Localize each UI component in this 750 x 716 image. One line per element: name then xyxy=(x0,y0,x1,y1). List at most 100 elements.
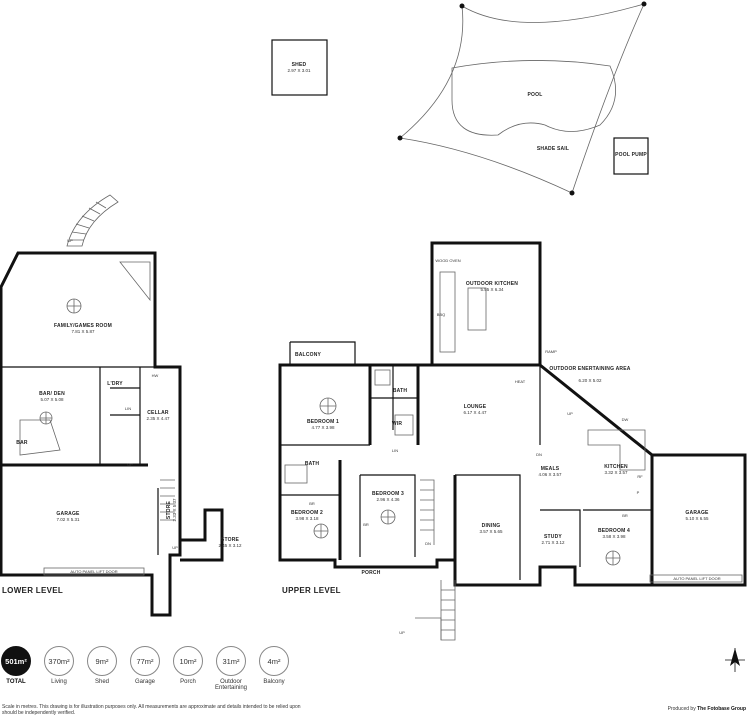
bedroom4-name: BEDROOM 4 xyxy=(598,528,630,534)
outdoor-kitchen-dims: 5.55 X 6.34 xyxy=(480,287,504,292)
ceiling-fan-blades-icon xyxy=(314,524,328,538)
lin-marker: LIN xyxy=(392,448,398,453)
cellar-dims: 2.35 X 4.47 xyxy=(146,416,170,421)
pool-name: POOL xyxy=(528,92,543,98)
ldry-name: L'DRY xyxy=(107,381,123,387)
store-lower-1-dims: 2.33 X 5.37 xyxy=(172,498,177,522)
bedroom3-name: BEDROOM 3 xyxy=(372,491,404,497)
stat-living: 370m² Living xyxy=(43,646,75,685)
stat-garage-label: Garage xyxy=(134,679,155,685)
credit-company: The Fotobase Group xyxy=(697,706,746,712)
store-lower-2-dims: 2.45 X 3.12 xyxy=(218,543,242,548)
bedroom4-dims: 3.58 X 3.98 xyxy=(602,534,626,539)
p-marker: P xyxy=(637,490,640,495)
garage-lower-dims: 7.02 X 5.31 xyxy=(56,517,80,522)
garage-lower-name: GARAGE xyxy=(56,511,80,517)
lounge-dims: 6.17 X 4.47 xyxy=(463,410,487,415)
shade-sail xyxy=(397,1,647,196)
shed-name: SHED xyxy=(292,62,307,68)
credit-prefix: Produced by xyxy=(667,706,696,712)
porch-up-marker: UP xyxy=(399,630,405,635)
lower-up-marker-2: UP xyxy=(172,545,178,550)
bar-name: BAR xyxy=(16,440,28,446)
bedroom2-dims: 3.98 X 3.18 xyxy=(295,516,319,521)
study-dims: 2.71 X 3.12 xyxy=(541,540,565,545)
outdoor-ent-dims: 6.20 X 5.02 xyxy=(578,378,602,383)
credit: Produced by The Fotobase Group xyxy=(668,706,746,712)
dining-name: DINING xyxy=(482,523,501,529)
stat-total: 501m² TOTAL xyxy=(0,646,32,685)
ceiling-fan-blades-icon xyxy=(606,551,620,565)
stat-porch-value: 10m² xyxy=(173,646,203,676)
lower-stair xyxy=(66,194,119,247)
garage-upper-name: GARAGE xyxy=(685,510,709,516)
pool-pump-outline xyxy=(613,137,649,175)
pool-outline xyxy=(451,60,616,136)
bbq-label: BBQ xyxy=(437,312,445,317)
kitchen-dims: 3.32 X 3.57 xyxy=(604,470,628,475)
lower-stair-up: UP xyxy=(67,238,73,243)
shade-sail-name: SHADE SAIL xyxy=(537,146,569,152)
lounge-name: LOUNGE xyxy=(464,404,487,410)
ceiling-fan-blades-icon xyxy=(381,510,395,524)
bar-den-dims: 5.07 X 5.08 xyxy=(40,397,64,402)
stat-shed: 9m² Shed xyxy=(86,646,118,685)
br-marker-2: BR xyxy=(622,513,628,518)
stat-total-value: 501m² xyxy=(1,646,31,676)
garage-lower-door-label: AUTO PANEL LIFT DOOR xyxy=(70,569,117,574)
meals-dims: 4.06 X 3.57 xyxy=(538,472,562,477)
wir-name: WIR xyxy=(392,421,403,427)
rf-marker: RF xyxy=(637,474,643,479)
lower-level-title: LOWER LEVEL xyxy=(2,586,64,595)
bath-upper-2-name: BATH xyxy=(305,461,320,467)
shed-dims: 2.97 X 3.01 xyxy=(287,68,311,73)
lower-hw-marker: HW xyxy=(152,373,159,378)
shed-outline xyxy=(271,39,328,96)
stat-outdoor: 31m² Outdoor Entertaining xyxy=(215,646,247,691)
bedroom1-dims: 4.77 X 3.98 xyxy=(311,425,335,430)
heat-label: HEAT xyxy=(515,379,526,384)
family-name: FAMILY/GAMES ROOM xyxy=(54,323,112,329)
bar-den-name: BAR/ DEN xyxy=(39,391,65,397)
garage-upper-dims: 5.10 X 6.55 xyxy=(685,516,709,521)
dw-label: DW xyxy=(622,417,629,422)
upper-garage-door xyxy=(649,574,743,583)
bedroom3-dims: 2.96 X 4.36 xyxy=(376,497,400,502)
lower-level-walls xyxy=(0,251,224,617)
stat-living-value: 370m² xyxy=(44,646,74,676)
upper-dn-marker: DN xyxy=(536,452,542,457)
store-lower-2-name: STORE xyxy=(221,537,240,543)
stat-outdoor-value: 31m² xyxy=(216,646,246,676)
upper-fixtures xyxy=(284,271,743,641)
stat-living-label: Living xyxy=(51,679,67,685)
stat-balcony: 4m² Balcony xyxy=(258,646,290,685)
study-name: STUDY xyxy=(544,534,562,540)
stat-balcony-label: Balcony xyxy=(263,679,285,685)
ceiling-fan-blades-icon xyxy=(67,299,81,313)
stat-porch-label: Porch xyxy=(180,679,196,685)
outdoor-kitchen-name: OUTDOOR KITCHEN xyxy=(466,281,518,287)
meals-name: MEALS xyxy=(541,466,560,472)
stat-outdoor-label: Outdoor Entertaining xyxy=(215,679,248,691)
ramp-label: RAMP xyxy=(545,349,557,354)
lower-garage-door xyxy=(43,567,145,576)
stat-shed-label: Shed xyxy=(94,679,109,685)
family-dims: 7.81 X 5.87 xyxy=(71,329,95,334)
upper-up-marker: UP xyxy=(567,411,573,416)
garage-upper-door-label: AUTO PANEL LIFT DOOR xyxy=(673,576,720,581)
cellar-name: CELLAR xyxy=(147,410,169,416)
br-marker-1: BR xyxy=(309,501,315,506)
pool-pump-name: POOL PUMP xyxy=(615,152,647,158)
kitchen-name: KITCHEN xyxy=(604,464,628,470)
north-arrow-icon xyxy=(725,648,745,672)
lower-lin-marker: LIN xyxy=(125,406,131,411)
lower-up-marker: UP xyxy=(127,462,133,467)
balcony-name: BALCONY xyxy=(295,352,322,358)
stat-garage: 77m² Garage xyxy=(129,646,161,685)
bedroom1-name: BEDROOM 1 xyxy=(307,419,339,425)
upper-dn-marker-2: DN xyxy=(425,541,431,546)
stat-porch: 10m² Porch xyxy=(172,646,204,685)
stat-shed-value: 9m² xyxy=(87,646,117,676)
upper-level-title: UPPER LEVEL xyxy=(282,586,341,595)
